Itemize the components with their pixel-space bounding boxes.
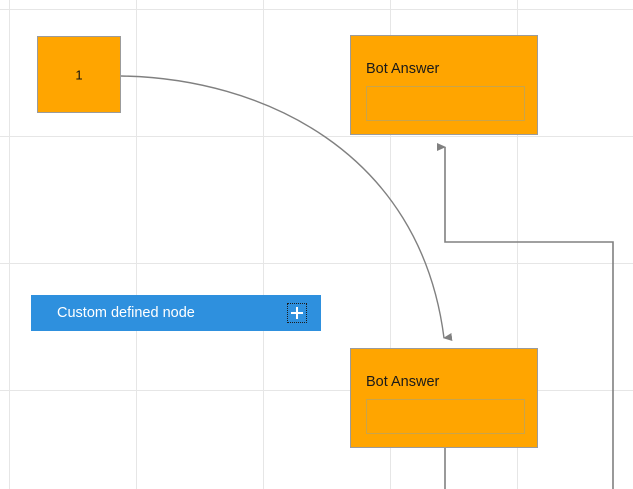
node-bot-answer-top-slot[interactable]	[366, 86, 525, 121]
plus-icon[interactable]	[287, 303, 307, 323]
node-bot-answer-bottom-slot[interactable]	[366, 399, 525, 434]
node-bot-answer-top[interactable]: Bot Answer	[350, 35, 538, 135]
custom-defined-node-label: Custom defined node	[57, 304, 195, 321]
node-bot-answer-bottom[interactable]: Bot Answer	[350, 348, 538, 448]
node-bot-answer-top-title: Bot Answer	[366, 61, 440, 77]
node-bot-answer-bottom-title: Bot Answer	[366, 374, 440, 390]
node-start-label: 1	[75, 67, 83, 82]
node-start[interactable]: 1	[37, 36, 121, 113]
custom-defined-node-bar[interactable]: Custom defined node	[31, 295, 321, 331]
